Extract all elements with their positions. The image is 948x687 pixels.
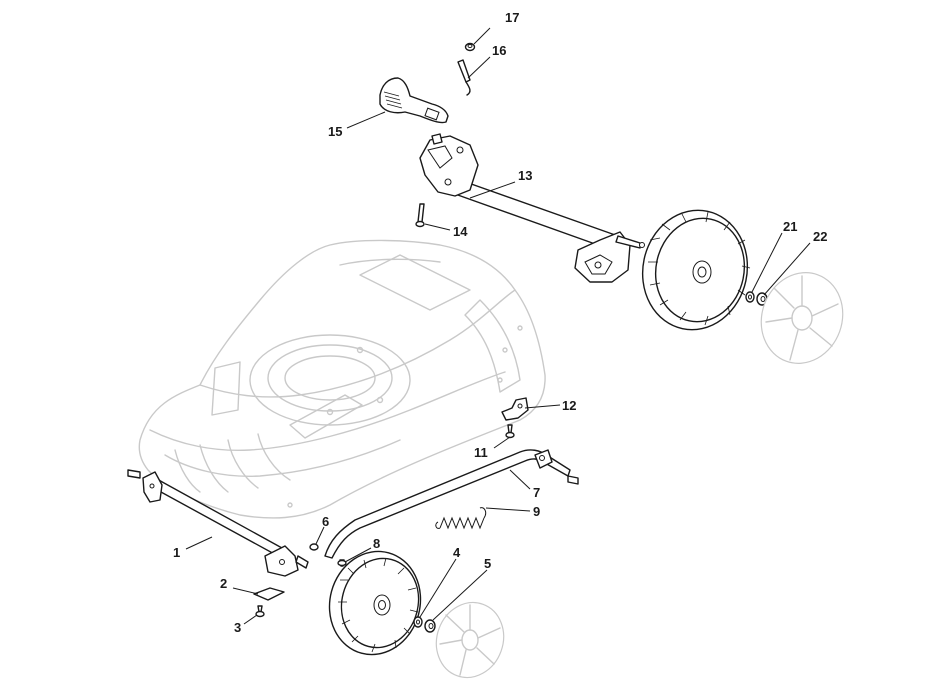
callouts: 17 16 15 13 14 21 22 12 11 7 9 6 8 1 2 3… xyxy=(173,10,827,635)
part-17-nut xyxy=(464,42,476,52)
part-3-screw xyxy=(255,605,265,618)
callout-11: 11 xyxy=(474,445,488,460)
callout-13: 13 xyxy=(518,168,532,183)
callout-15: 15 xyxy=(328,124,342,139)
part-16-spring-clip xyxy=(457,59,471,96)
callout-3: 3 xyxy=(234,620,241,635)
mower-deck-ghost xyxy=(138,239,546,519)
callout-1: 1 xyxy=(173,545,180,560)
part-22-bushing xyxy=(756,292,768,306)
front-hubcap xyxy=(435,601,505,679)
part-5-bushing xyxy=(424,619,436,633)
callout-8: 8 xyxy=(373,536,380,551)
part-2-plate xyxy=(253,587,285,601)
part-1-front-axle xyxy=(127,469,309,577)
leader-lines xyxy=(185,27,811,625)
callout-16: 16 xyxy=(492,43,506,58)
part-21-washer xyxy=(745,291,755,303)
part-13-rear-axle xyxy=(419,133,645,283)
part-9-spring xyxy=(435,507,487,530)
part-12-bracket xyxy=(501,397,529,421)
callout-12: 12 xyxy=(562,398,576,413)
rear-wheel xyxy=(641,209,751,331)
callout-9: 9 xyxy=(533,504,540,519)
part-7-lever-rod xyxy=(324,449,579,559)
part-8-screw xyxy=(337,559,347,567)
callout-2: 2 xyxy=(220,576,227,591)
part-11-screw xyxy=(505,424,515,439)
callout-17: 17 xyxy=(505,10,519,25)
callout-22: 22 xyxy=(813,229,827,244)
callout-21: 21 xyxy=(783,219,797,234)
callout-6: 6 xyxy=(322,514,329,529)
part-4-washer xyxy=(413,616,423,628)
front-wheel xyxy=(328,550,422,656)
rear-hubcap xyxy=(760,272,844,364)
part-14-bolt xyxy=(415,203,425,228)
callout-7: 7 xyxy=(533,485,540,500)
callout-5: 5 xyxy=(484,556,491,571)
callout-14: 14 xyxy=(453,224,468,239)
part-15-height-lever xyxy=(379,77,449,124)
callout-4: 4 xyxy=(453,545,461,560)
part-6-nut xyxy=(309,543,319,551)
